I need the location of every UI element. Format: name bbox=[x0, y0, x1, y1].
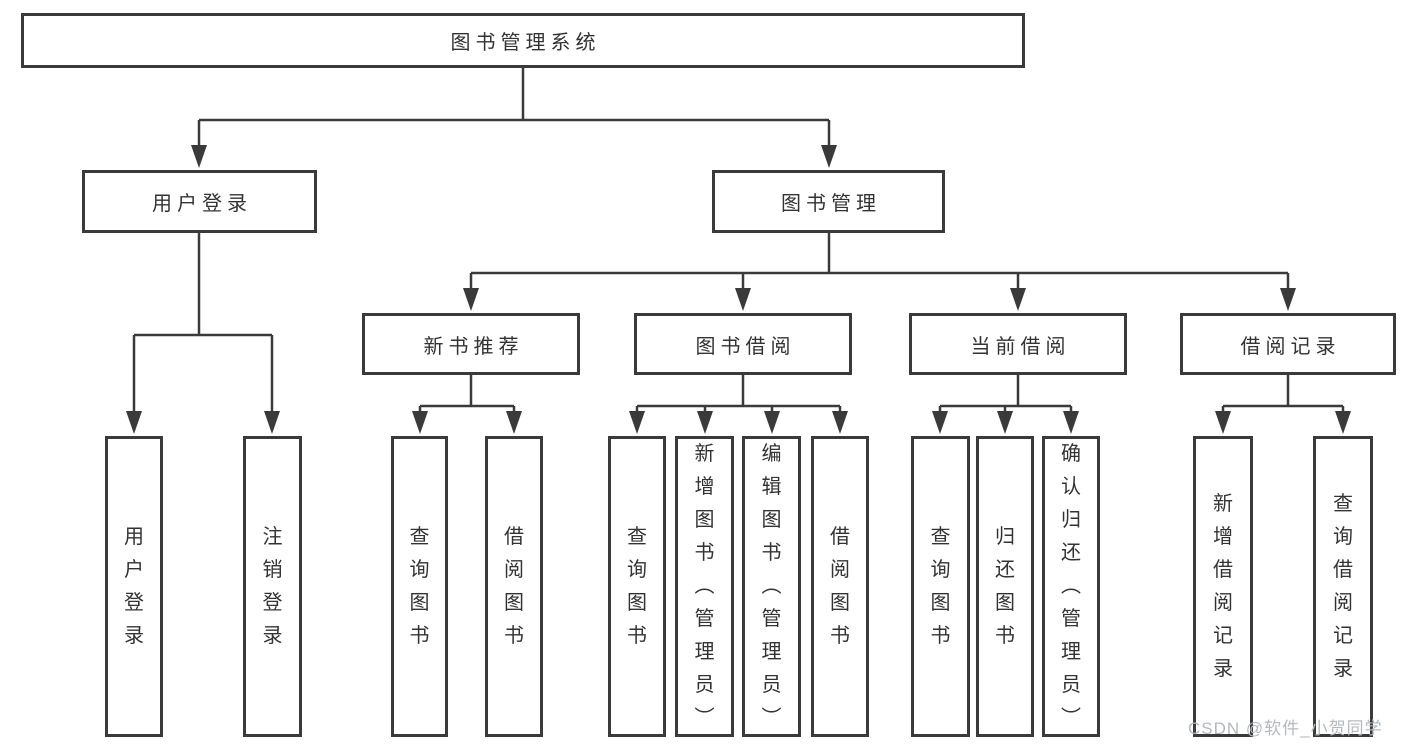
node-user-login: 用户登录 bbox=[82, 170, 317, 233]
node-leaf-return-books: 归 还 图 书 bbox=[976, 436, 1034, 737]
node-leaf-confirm-return-admin: 确 认 归 还 ︵ 管 理 员 ︶ bbox=[1042, 436, 1100, 737]
node-current-borrowing: 当前借阅 bbox=[909, 313, 1127, 375]
node-leaf-edit-books-admin: 编 辑 图 书 ︵ 管 理 员 ︶ bbox=[742, 436, 801, 737]
node-leaf-borrow-books: 借 阅 图 书 bbox=[811, 436, 869, 737]
arrowheads bbox=[126, 145, 1351, 434]
node-borrowing-records: 借阅记录 bbox=[1180, 313, 1396, 375]
node-leaf-add-borrow-record: 新 增 借 阅 记 录 bbox=[1193, 436, 1253, 737]
node-book-management: 图书管理 bbox=[712, 170, 945, 233]
node-leaf-query-borrow-record: 查 询 借 阅 记 录 bbox=[1313, 436, 1373, 737]
node-leaf-borrow-books-recommend: 借 阅 图 书 bbox=[485, 436, 543, 737]
node-leaf-query-books-current: 查 询 图 书 bbox=[911, 436, 970, 737]
node-book-borrowing: 图书借阅 bbox=[634, 313, 852, 375]
node-leaf-logout: 注 销 登 录 bbox=[243, 436, 302, 737]
node-new-book-recommendation: 新书推荐 bbox=[362, 313, 580, 375]
watermark: CSDN @软件_小贺同学 bbox=[1188, 719, 1383, 738]
node-leaf-query-books: 查 询 图 书 bbox=[608, 436, 666, 737]
node-library-management-system: 图书管理系统 bbox=[21, 13, 1025, 68]
node-leaf-add-books-admin: 新 增 图 书 ︵ 管 理 员 ︶ bbox=[675, 436, 734, 737]
node-leaf-user-login: 用 户 登 录 bbox=[105, 436, 163, 737]
node-leaf-query-books-recommend: 查 询 图 书 bbox=[391, 436, 448, 737]
